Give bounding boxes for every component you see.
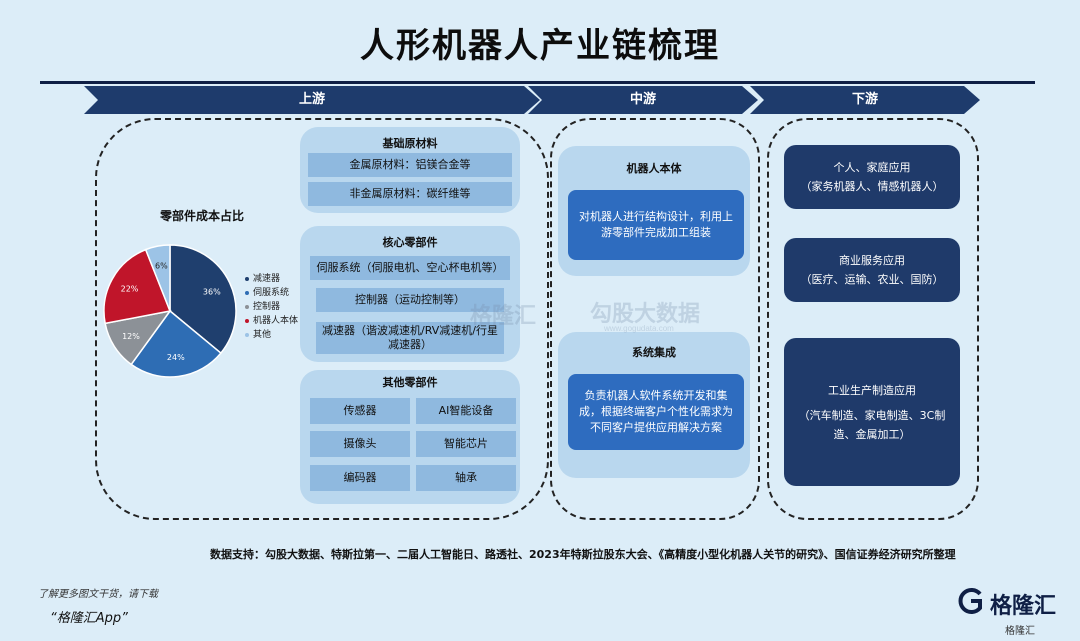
robot-body-title: 机器人本体: [626, 162, 682, 175]
downstream-commercial-detail: （医疗、运输、农业、国防）: [800, 273, 944, 286]
stage-midstream-label: 中游: [629, 92, 656, 107]
legend-item-1: 伺服系统: [245, 286, 298, 300]
stage-midstream-banner: 中游: [528, 86, 758, 114]
downstream-industrial-detail: （汽车制造、家电制造、3C制造、金属加工）: [798, 408, 946, 441]
legend-swatch-0: [245, 276, 249, 281]
legend-item-0: 减速器: [245, 272, 298, 286]
brand-logo-text: 格隆汇: [990, 594, 1057, 619]
other-components-panel: 其他零部件 传感器 AI智能设备 摄像头 智能芯片 编码器 轴承: [300, 370, 520, 504]
pie-slice-label-1: 24%: [167, 353, 185, 362]
legend-label-4: 其他: [253, 330, 272, 340]
pie-legend: 减速器伺服系统控制器机器人本体其他: [245, 272, 298, 342]
pie-slice-label-3: 22%: [121, 285, 139, 294]
page-title: 人形机器人产业链梳理: [360, 26, 720, 66]
footer-app-name: “格隆汇App”: [50, 611, 128, 626]
pie-slice-4: [144, 244, 171, 312]
legend-item-4: 其他: [245, 328, 298, 342]
system-integration-desc: 负责机器人软件系统开发和集成，根据终端客户个性化需求为不同客户提供应用解决方案: [568, 374, 744, 450]
core-components-panel: 核心零部件 伺服系统（伺服电机、空心杯电机等） 控制器（运动控制等） 减速器（谐…: [300, 226, 520, 362]
robot-body-panel: 机器人本体 对机器人进行结构设计，利用上游零部件完成加工组装: [558, 146, 750, 276]
pie-slice-3: [103, 248, 172, 325]
legend-item-2: 控制器: [245, 300, 298, 314]
legend-label-2: 控制器: [253, 302, 281, 312]
other-item: 传感器: [310, 398, 410, 424]
legend-swatch-1: [245, 290, 249, 295]
other-item: 编码器: [310, 465, 410, 491]
downstream-group: [767, 118, 979, 520]
footer-download-hint: 了解更多图文干货，请下载: [38, 589, 158, 600]
pie-chart: 36% 24% 12% 22% 6%: [103, 244, 237, 378]
legend-item-3: 机器人本体: [245, 314, 298, 328]
other-components-title: 其他零部件: [382, 376, 438, 389]
legend-label-0: 减速器: [253, 274, 281, 284]
core-item: 伺服系统（伺服电机、空心杯电机等）: [310, 256, 510, 280]
downstream-industrial-title: 工业生产制造应用: [828, 383, 916, 397]
pie-slice-0: [169, 244, 237, 355]
source-note: 数据支持：勾股大数据、特斯拉第一、二届人工智能日、路透社、2023年特斯拉股东大…: [210, 548, 956, 561]
watermark-brand-text: 勾股大数据: [590, 301, 701, 326]
watermark-logo-text: 格隆汇: [470, 303, 537, 328]
other-item: 轴承: [416, 465, 516, 491]
other-item: AI智能设备: [416, 398, 516, 424]
upstream-group: [95, 118, 549, 520]
chart-title: 零部件成本占比: [159, 209, 244, 223]
midstream-group: [550, 118, 760, 520]
downstream-personal-title: 个人、家庭应用: [833, 161, 911, 174]
downstream-commercial-box: 商业服务应用 （医疗、运输、农业、国防）: [784, 238, 960, 302]
system-integration-title: 系统集成: [632, 346, 676, 359]
legend-swatch-3: [245, 318, 249, 323]
watermark-url: www.gogudata.com: [604, 324, 674, 333]
downstream-industrial-box: 工业生产制造应用 （汽车制造、家电制造、3C制造、金属加工）: [784, 338, 960, 486]
stage-upstream-banner: 上游: [84, 86, 540, 114]
gelonghui-logo-icon: [955, 586, 985, 616]
core-item: 减速器（谐波减速机/RV减速机/行星减速器）: [316, 322, 504, 354]
core-item: 控制器（运动控制等）: [316, 288, 504, 312]
legend-label-3: 机器人本体: [253, 316, 299, 326]
other-item: 智能芯片: [416, 431, 516, 457]
basic-materials-panel: 基础原材料 金属原材料：铝镁合金等 非金属原材料：碳纤维等: [300, 127, 520, 213]
basic-item: 金属原材料：铝镁合金等: [308, 153, 512, 177]
downstream-personal-box: 个人、家庭应用 （家务机器人、情感机器人）: [784, 145, 960, 209]
pie-slice-label-0: 36%: [203, 287, 221, 296]
legend-swatch-2: [245, 304, 249, 309]
legend-label-1: 伺服系统: [253, 288, 290, 298]
pie-slice-label-2: 12%: [122, 332, 140, 341]
title-rule: [40, 81, 1035, 84]
downstream-commercial-title: 商业服务应用: [839, 254, 905, 267]
system-integration-panel: 系统集成 负责机器人软件系统开发和集成，根据终端客户个性化需求为不同客户提供应用…: [558, 332, 750, 478]
other-item: 摄像头: [310, 431, 410, 457]
robot-body-desc: 对机器人进行结构设计，利用上游零部件完成加工组装: [568, 190, 744, 260]
pie-slice-1: [130, 309, 222, 378]
basic-materials-title: 基础原材料: [382, 137, 438, 150]
legend-swatch-4: [245, 332, 249, 337]
stage-downstream-banner: 下游: [750, 86, 980, 114]
core-components-title: 核心零部件: [382, 236, 438, 249]
stage-upstream-label: 上游: [298, 92, 325, 107]
downstream-personal-detail: （家务机器人、情感机器人）: [800, 180, 944, 193]
pie-slice-label-4: 6%: [155, 262, 168, 271]
stage-downstream-label: 下游: [851, 92, 878, 107]
corner-watermark: 格隆汇: [1005, 626, 1035, 637]
basic-item: 非金属原材料：碳纤维等: [308, 182, 512, 206]
